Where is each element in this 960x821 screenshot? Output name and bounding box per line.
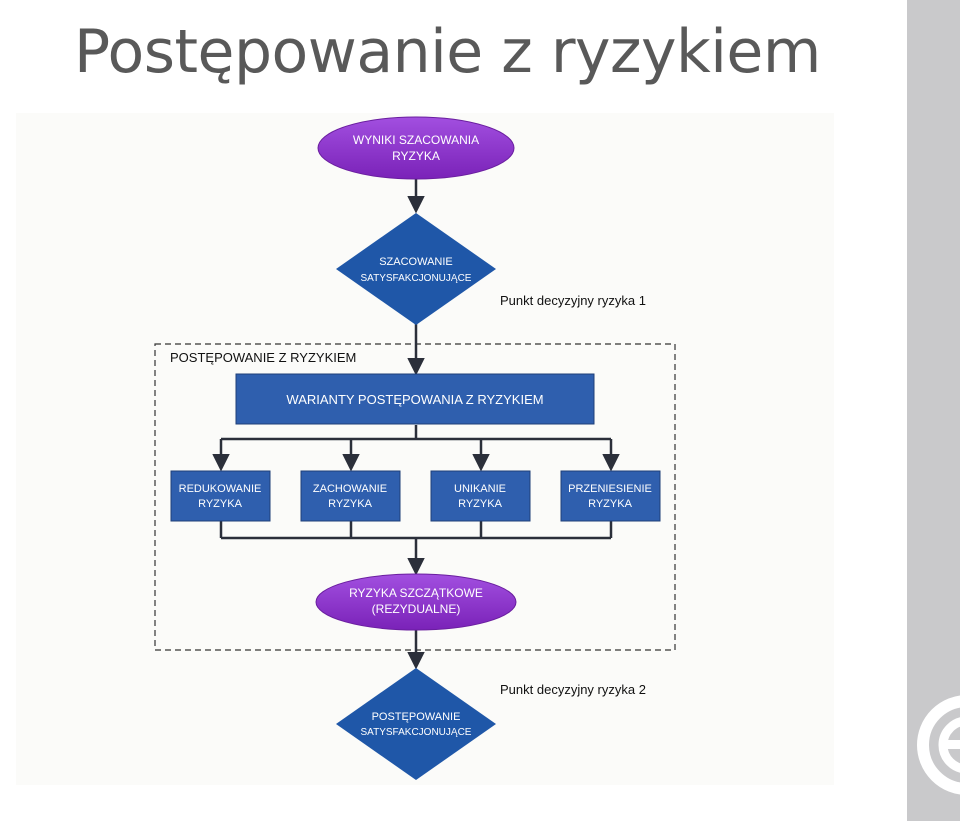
decision-2-note: Punkt decyzyjny ryzyka 2	[500, 682, 646, 697]
slide-title: Postępowanie z ryzykiem	[74, 17, 821, 87]
treatment-options-label: WARIANTY POSTĘPOWANIA Z RYZYKIEM	[286, 392, 543, 407]
option-transfer: PRZENIESIENIE RYZYKA	[560, 470, 661, 522]
start-node: WYNIKI SZACOWANIA RYZYKA	[317, 116, 515, 180]
sidebar-strip	[907, 0, 960, 821]
decision-1-note: Punkt decyzyjny ryzyka 1	[500, 293, 646, 308]
decision-1-line2: SATYSFAKCJONUJĄCE	[361, 273, 472, 284]
residual-risk-node: RYZYKA SZCZĄTKOWE (REZYDUALNE)	[315, 573, 517, 631]
decision-2-line2: SATYSFAKCJONUJĄCE	[361, 727, 472, 738]
decision-1: SZACOWANIE SATYSFAKCJONUJĄCE	[336, 213, 496, 325]
option-avoid-line2: RYZYKA	[458, 498, 502, 510]
decision-2: POSTĘPOWANIE SATYSFAKCJONUJĄCE	[336, 668, 496, 780]
connectors	[212, 176, 620, 670]
start-node-line1: WYNIKI SZACOWANIA	[353, 133, 479, 147]
decision-1-line1: SZACOWANIE	[379, 256, 453, 268]
option-transfer-line2: RYZYKA	[588, 498, 632, 510]
option-retain-line2: RYZYKA	[328, 498, 372, 510]
start-node-line2: RYZYKA	[392, 149, 440, 163]
option-avoid-line1: UNIKANIE	[454, 483, 506, 495]
option-retain-line1: ZACHOWANIE	[313, 483, 387, 495]
decision-2-line1: POSTĘPOWANIE	[372, 711, 461, 723]
treatment-options-box: WARIANTY POSTĘPOWANIA Z RYZYKIEM	[235, 373, 595, 425]
risk-treatment-flowchart: POSTĘPOWANIE Z RYZYKIEM WYNIKI SZACOWANI…	[154, 116, 676, 780]
residual-risk-line2: (REZYDUALNE)	[372, 602, 461, 616]
option-reduce: REDUKOWANIE RYZYKA	[170, 470, 271, 522]
option-reduce-line2: RYZYKA	[198, 498, 242, 510]
option-avoid: UNIKANIE RYZYKA	[430, 470, 531, 522]
treatment-group-label: POSTĘPOWANIE Z RYZYKIEM	[170, 350, 356, 365]
residual-risk-line1: RYZYKA SZCZĄTKOWE	[349, 586, 483, 600]
option-retain: ZACHOWANIE RYZYKA	[300, 470, 401, 522]
logo-icon	[907, 690, 960, 800]
option-reduce-line1: REDUKOWANIE	[179, 483, 262, 495]
option-transfer-line1: PRZENIESIENIE	[568, 483, 652, 495]
